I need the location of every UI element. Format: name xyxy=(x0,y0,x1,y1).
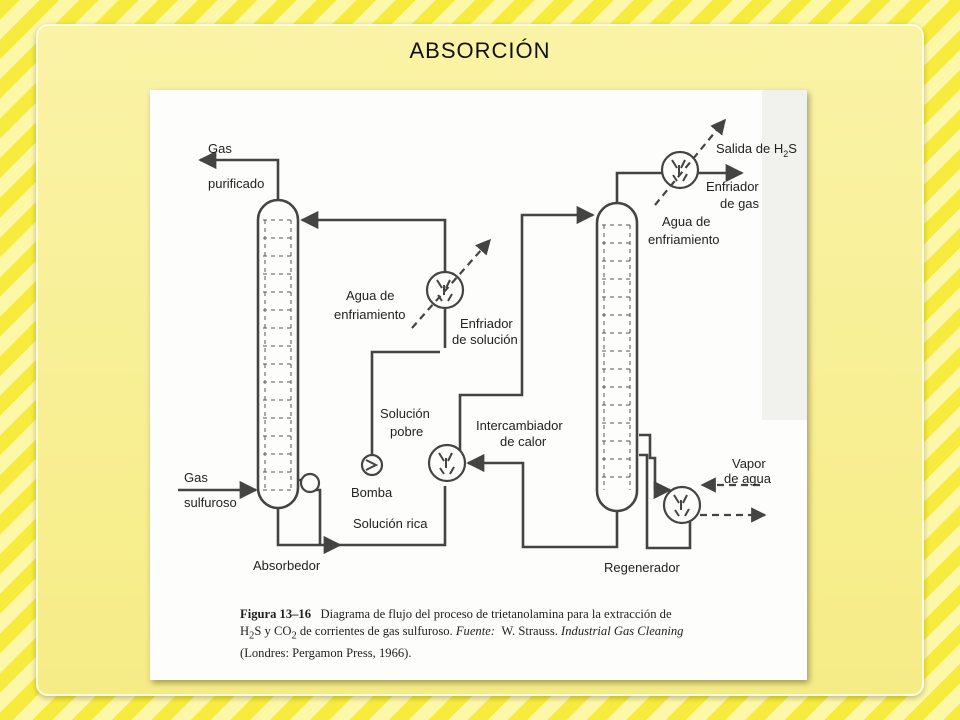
label-bomba: Bomba xyxy=(351,485,393,500)
lean-solution-riser xyxy=(370,350,440,470)
lean-solution-top-line xyxy=(300,210,447,348)
label-absorbedor: Absorbedor xyxy=(253,558,321,573)
label-agua-enfriamiento-right-2: enfriamiento xyxy=(648,232,720,247)
label-solucion-rica: Solución rica xyxy=(353,516,428,531)
label-gas-sulfuroso-1: Gas xyxy=(184,470,208,485)
regenerator-column xyxy=(595,201,639,513)
caption-text-2: de corrientes de gas sulfuroso. xyxy=(296,624,453,638)
caption-publisher: (Londres: Pergamon Press, 1966). xyxy=(240,645,412,660)
caption-figure-number: Figura 13–16 xyxy=(240,607,312,621)
caption-text-1: Diagrama de flujo del proceso de trietan… xyxy=(320,607,672,621)
label-agua-enfriamiento-left-1: Agua de xyxy=(346,288,394,303)
label-enfriador-solucion-2: de solución xyxy=(452,332,518,347)
caption-fuente: Fuente: xyxy=(455,624,496,638)
label-solucion-pobre-1: Solución xyxy=(380,406,430,421)
regenerator-bottom-line xyxy=(466,453,619,549)
absorber-column xyxy=(256,198,300,510)
bleed-through-text xyxy=(762,90,807,420)
rich-solution-line xyxy=(340,486,447,547)
cooling-water-gas-cooler xyxy=(654,118,726,206)
label-solucion-pobre-2: pobre xyxy=(390,424,423,439)
absorber-trays xyxy=(263,219,293,491)
caption-book: Industrial Gas Cleaning xyxy=(561,624,684,638)
label-regenerador: Regenerador xyxy=(604,560,681,575)
caption-h: H xyxy=(240,624,250,638)
absorber-bottom-line xyxy=(276,508,342,555)
process-flow-diagram: Gas purificado Gas sulfuroso Absorbedor … xyxy=(178,90,807,575)
label-gas-sulfuroso-2: sulfuroso xyxy=(184,495,237,510)
pump xyxy=(360,453,384,477)
label-enfriador-gas-1: Enfriador xyxy=(706,179,759,194)
label-intercambiador-1: Intercambiador xyxy=(476,418,563,433)
recycle-pump xyxy=(299,472,321,494)
label-vapor-agua-2: de agua xyxy=(724,471,772,486)
label-enfriador-gas-2: de gas xyxy=(720,196,760,211)
label-agua-enfriamiento-left-2: enfriamiento xyxy=(334,307,406,322)
label-vapor-agua-1: Vapor xyxy=(732,456,766,471)
process-flow-figure: Gas purificado Gas sulfuroso Absorbedor … xyxy=(150,90,807,680)
reboiler-loop xyxy=(639,433,692,550)
caption-co-sub: 2 xyxy=(291,630,297,642)
gas-purificado-line xyxy=(198,150,280,200)
rich-to-regenerator xyxy=(458,205,595,458)
regenerator-trays xyxy=(602,224,632,490)
caption-h-sub: 2 xyxy=(249,630,255,642)
slide-title: ABSORCIÓN xyxy=(409,38,551,63)
cooling-water-solution-cooler xyxy=(411,238,492,329)
label-intercambiador-2: de calor xyxy=(500,434,547,449)
label-salida-h2s: Salida de H2S xyxy=(716,141,797,159)
h2s-overhead-line xyxy=(615,171,665,203)
figure-caption: Figura 13–16 Diagrama de flujo del proce… xyxy=(240,606,780,662)
caption-s-y-co: S y CO xyxy=(254,624,292,638)
label-gas-purificado-2: purificado xyxy=(208,176,264,191)
label-agua-enfriamiento-right-1: Agua de xyxy=(662,214,710,229)
label-enfriador-solucion-1: Enfriador xyxy=(460,316,513,331)
caption-author: W. Strauss. xyxy=(501,624,558,638)
label-gas-purificado-1: Gas xyxy=(208,141,232,156)
